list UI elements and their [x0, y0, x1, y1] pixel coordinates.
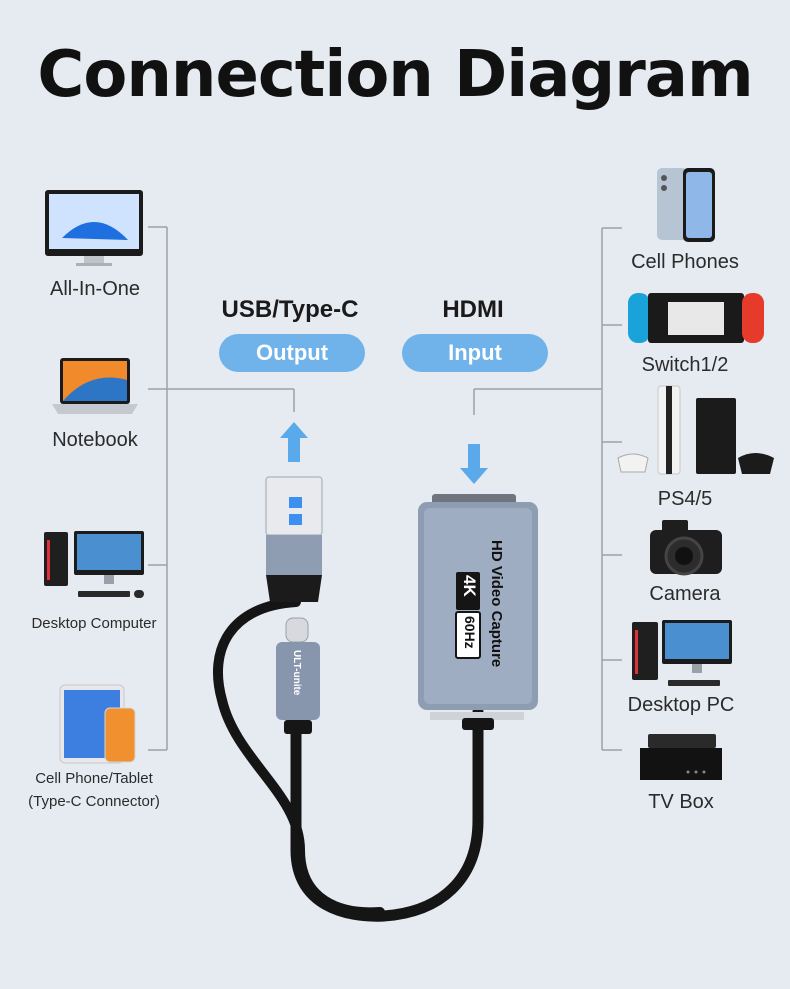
- input-arrow-icon: [460, 444, 488, 484]
- label-tv-box: TV Box: [648, 791, 714, 813]
- output-header: USB/Type-C: [221, 296, 359, 323]
- label-cell-phones: Cell Phones: [631, 251, 739, 273]
- badge-4k: 4K: [460, 575, 479, 597]
- label-all-in-one: All-In-One: [49, 278, 141, 300]
- tv-box-icon: [640, 734, 722, 780]
- page-title: Connection Diagram: [37, 38, 753, 112]
- all-in-one-icon: [45, 190, 143, 266]
- capture-device-icon: [418, 494, 538, 730]
- usb-c-plug-icon: [276, 617, 320, 734]
- input-pill: Input: [402, 334, 548, 372]
- output-pill: Output: [219, 334, 365, 372]
- label-ps: PS4/5: [657, 488, 713, 510]
- usb-a-plug-icon: [265, 476, 323, 602]
- input-header: HDMI: [442, 296, 504, 323]
- device-label: HD Video Capture: [488, 540, 505, 668]
- notebook-icon: [52, 358, 138, 414]
- badge-60hz: 60Hz: [462, 616, 478, 649]
- desktop-pc-icon: [632, 620, 732, 686]
- cell-phones-icon: [657, 168, 715, 242]
- desktop-computer-icon: [44, 531, 144, 598]
- label-camera: Camera: [649, 583, 721, 605]
- label-type-c-connector: (Type-C Connector): [28, 793, 160, 810]
- label-desktop-pc: Desktop PC: [627, 694, 735, 716]
- label-notebook: Notebook: [52, 429, 138, 451]
- output-arrow-icon: [280, 422, 308, 462]
- phone-tablet-icon: [59, 684, 136, 764]
- label-desktop-computer: Desktop Computer: [31, 615, 157, 632]
- camera-icon: [650, 520, 722, 576]
- brand-label: ULT-unite: [291, 650, 302, 696]
- main-cable: [290, 706, 484, 922]
- playstation-icon: [617, 385, 774, 475]
- label-cell-phone-tablet: Cell Phone/Tablet: [35, 770, 153, 787]
- switch-icon: [628, 293, 764, 343]
- label-switch: Switch1/2: [641, 354, 729, 376]
